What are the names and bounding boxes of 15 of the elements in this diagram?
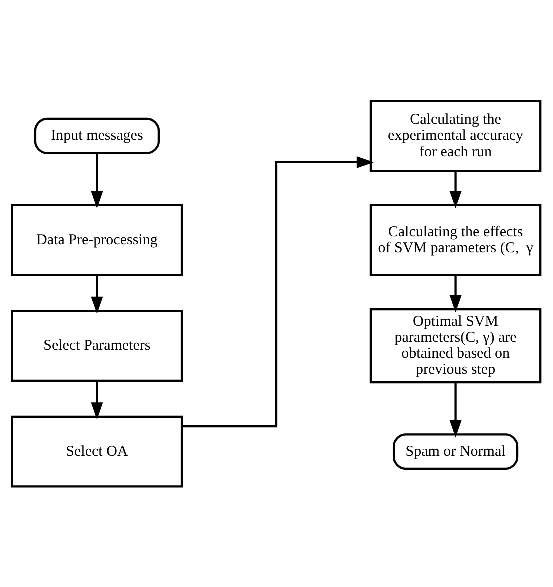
- arrow: [450, 274, 462, 312]
- arrow: [182, 156, 374, 428]
- arrow: [91, 380, 104, 420]
- node-box: Calculating the experimental accuracy for each run: [370, 100, 542, 172]
- arrow: [91, 274, 104, 314]
- arrow: [91, 152, 104, 208]
- node-box: Calculating the effects of SVM parameters (C, γ: [370, 204, 542, 276]
- arrow: [450, 382, 462, 438]
- node-box: Select OA: [11, 415, 184, 488]
- node-box: Data Pre-processing: [11, 204, 184, 276]
- node-box: Optimal SVM parameters(C, γ) are obtained based on previous step: [370, 308, 542, 384]
- node-box: Select Parameters: [11, 310, 184, 382]
- node-box: Input messages: [34, 117, 160, 154]
- node-box: Spam or Normal: [392, 433, 519, 470]
- arrow: [450, 170, 462, 208]
